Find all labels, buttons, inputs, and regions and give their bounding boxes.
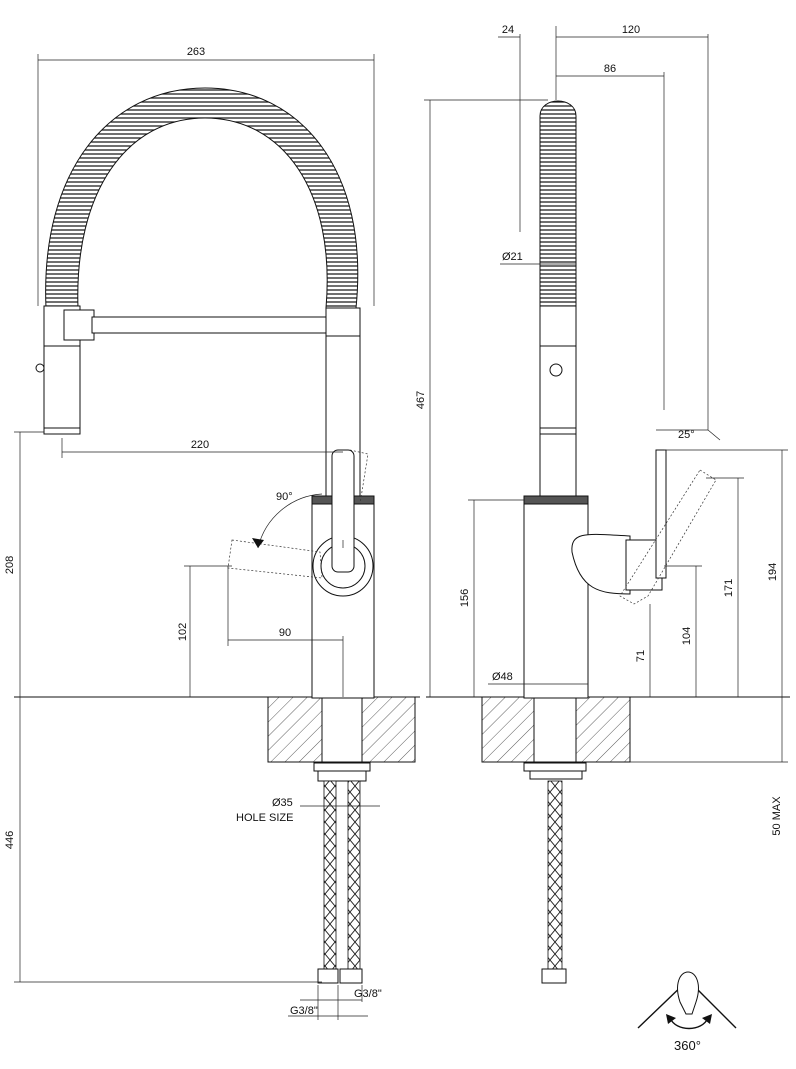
swivel-360-icon bbox=[637, 971, 737, 1030]
front-supply-hoses bbox=[313, 762, 371, 984]
dim-overall-width: 263 bbox=[187, 46, 205, 58]
dim-lever-angle: 25° bbox=[678, 429, 695, 441]
dim-spout-reach: 220 bbox=[191, 439, 209, 451]
side-body-column bbox=[523, 503, 589, 699]
dim-body-height: 156 bbox=[459, 589, 471, 607]
dim-side-171: 171 bbox=[723, 579, 735, 597]
dim-side-71: 71 bbox=[635, 650, 647, 662]
dim-depth-86: 86 bbox=[604, 63, 616, 75]
dim-depth-120: 120 bbox=[622, 24, 640, 36]
inlet-thread-left: G3/8" bbox=[290, 1005, 318, 1017]
side-supply-hose bbox=[523, 762, 587, 984]
front-spray-head bbox=[35, 305, 95, 435]
dim-max-deck: 50 MAX bbox=[771, 796, 783, 836]
front-spout-bar bbox=[91, 316, 329, 334]
front-handle bbox=[227, 449, 374, 597]
dim-side-104: 104 bbox=[681, 627, 693, 645]
dim-handle-reach: 90 bbox=[279, 627, 291, 639]
dim-hole-diameter: Ø35 bbox=[272, 797, 293, 809]
front-counter-section bbox=[267, 696, 416, 763]
front-spray-button-icon bbox=[35, 363, 45, 373]
hole-size-label: HOLE SIZE bbox=[236, 812, 293, 824]
dim-total-height: 467 bbox=[415, 391, 427, 409]
side-counter-section bbox=[481, 696, 631, 763]
inlet-thread-right: G3/8" bbox=[354, 988, 382, 1000]
dim-base-diameter: Ø48 bbox=[492, 671, 513, 683]
dim-depth-24: 24 bbox=[502, 24, 514, 36]
side-spray-head bbox=[539, 305, 577, 435]
dim-counter-depth: 446 bbox=[4, 831, 16, 849]
side-view: 24 120 86 Ø21 467 25° 156 Ø48 71 104 171 bbox=[415, 24, 790, 1053]
front-view: 90° 263 220 208 102 90 bbox=[4, 46, 420, 1020]
dim-base-to-spout: 208 bbox=[4, 556, 16, 574]
side-spray-button-icon bbox=[549, 363, 563, 377]
rotation-arrow-icon bbox=[252, 538, 264, 548]
side-lever bbox=[571, 449, 717, 605]
front-spring-hose bbox=[45, 87, 359, 309]
side-spring-hose bbox=[539, 100, 577, 309]
dim-hose-diameter: Ø21 bbox=[502, 251, 523, 263]
swivel-label: 360° bbox=[674, 1038, 701, 1053]
dim-handle-height: 102 bbox=[177, 623, 189, 641]
rotation-arc bbox=[257, 493, 323, 549]
handle-rotation-label: 90° bbox=[276, 491, 293, 503]
dim-side-194: 194 bbox=[767, 563, 779, 581]
